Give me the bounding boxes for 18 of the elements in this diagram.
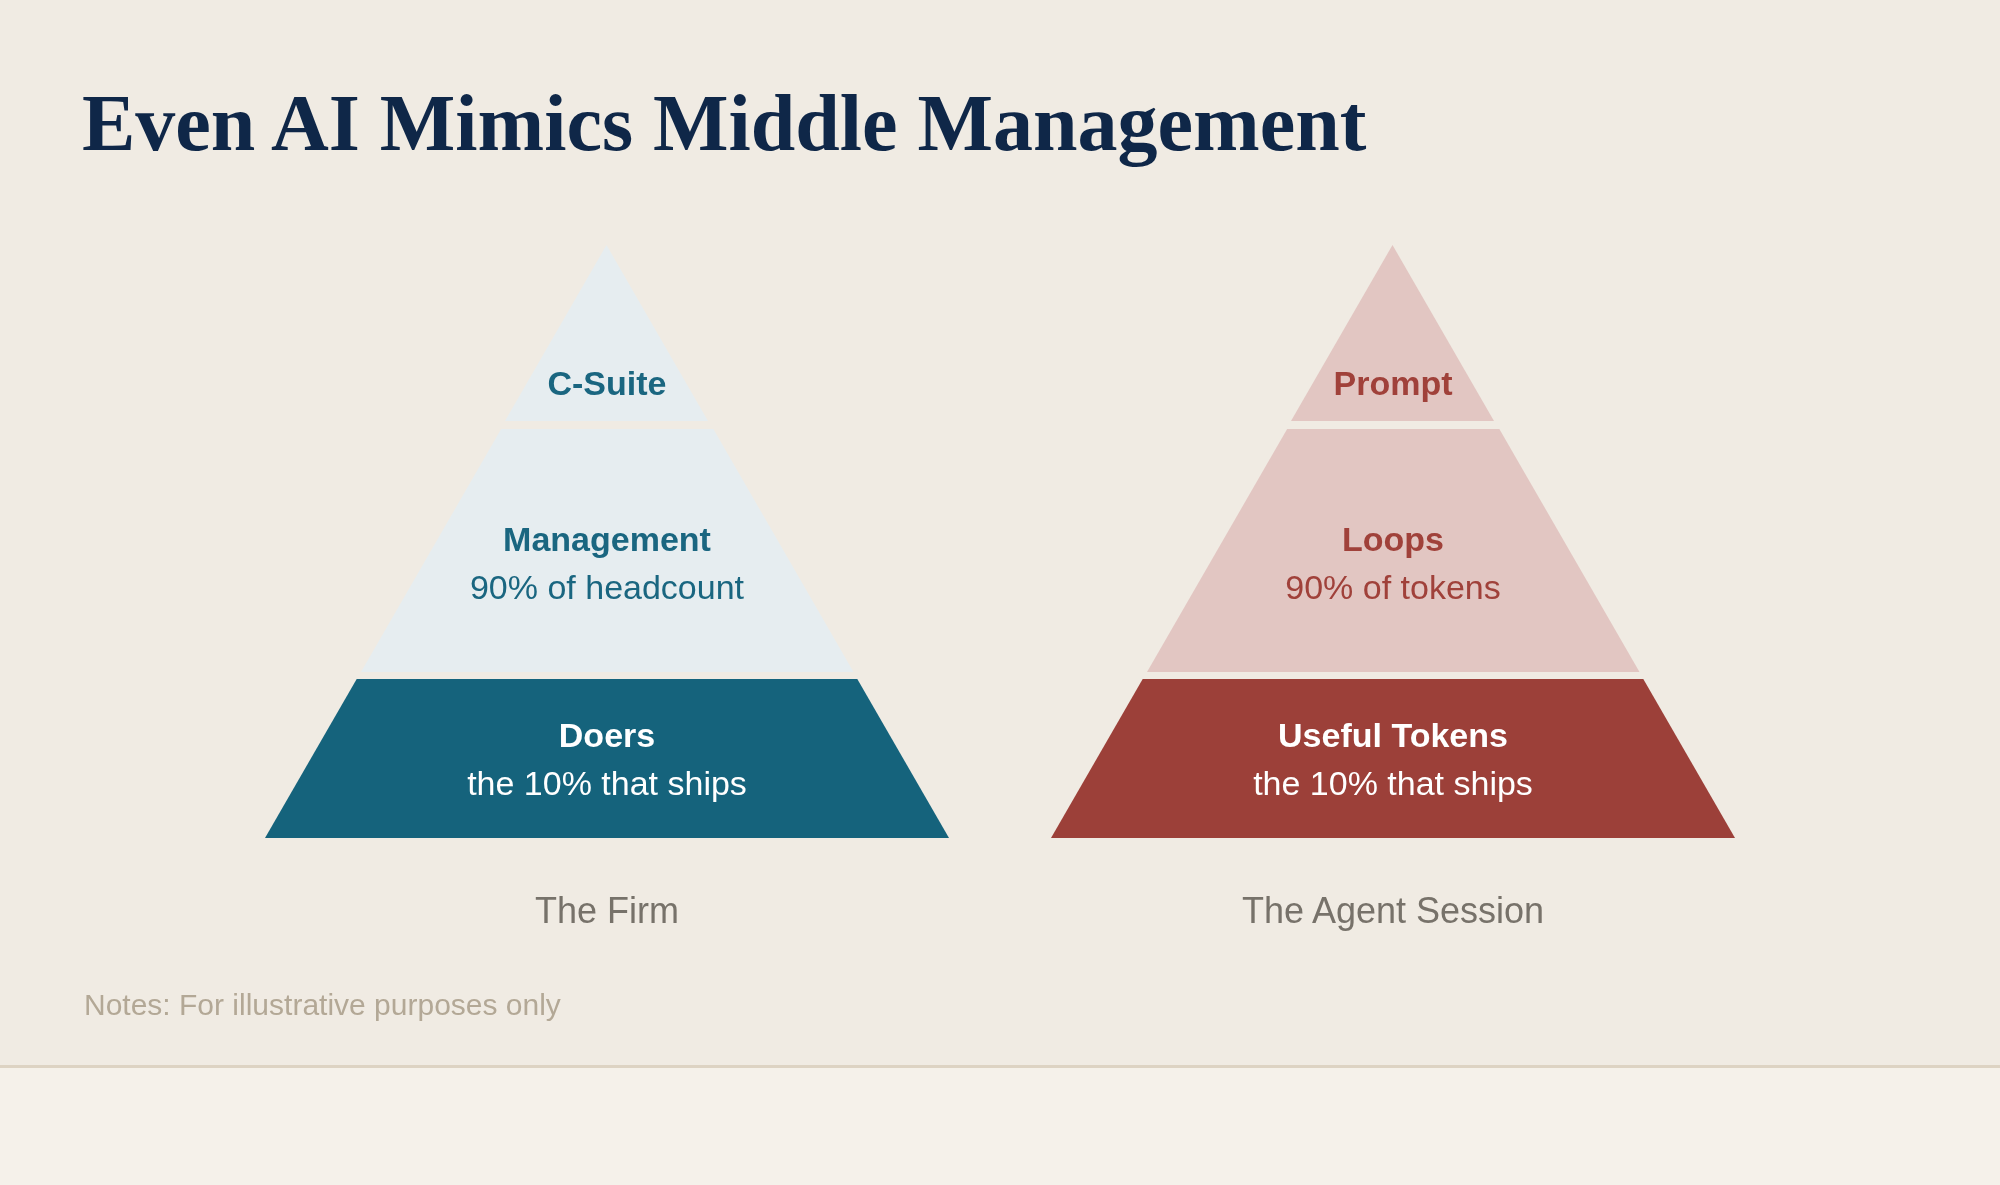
pyramid-caption: The Agent Session [1240, 890, 1546, 932]
chart-title: Even AI Mimics Middle Management [82, 78, 1367, 169]
pyramid-caption: The Firm [534, 890, 680, 932]
pyramid-tier [1051, 679, 1735, 838]
tier-label: Useful Tokens [1278, 714, 1508, 756]
tier-label: Loops [1342, 518, 1444, 560]
tier-caption: 90% of headcount [469, 566, 745, 608]
tier-caption: the 10% that ships [1253, 762, 1533, 804]
tier-label: Doers [558, 714, 656, 756]
pyramid-tier [1291, 245, 1495, 421]
pyramid-tier [265, 679, 949, 838]
tier-label: Management [503, 518, 711, 560]
tier-label: C-Suite [547, 363, 667, 404]
pyramid-tier [1146, 429, 1640, 672]
tier-caption: the 10% that ships [467, 762, 747, 804]
tier-label: Prompt [1333, 363, 1453, 404]
footnote: Notes: For illustrative purposes only [84, 988, 561, 1022]
tier-caption: 90% of tokens [1285, 566, 1501, 608]
